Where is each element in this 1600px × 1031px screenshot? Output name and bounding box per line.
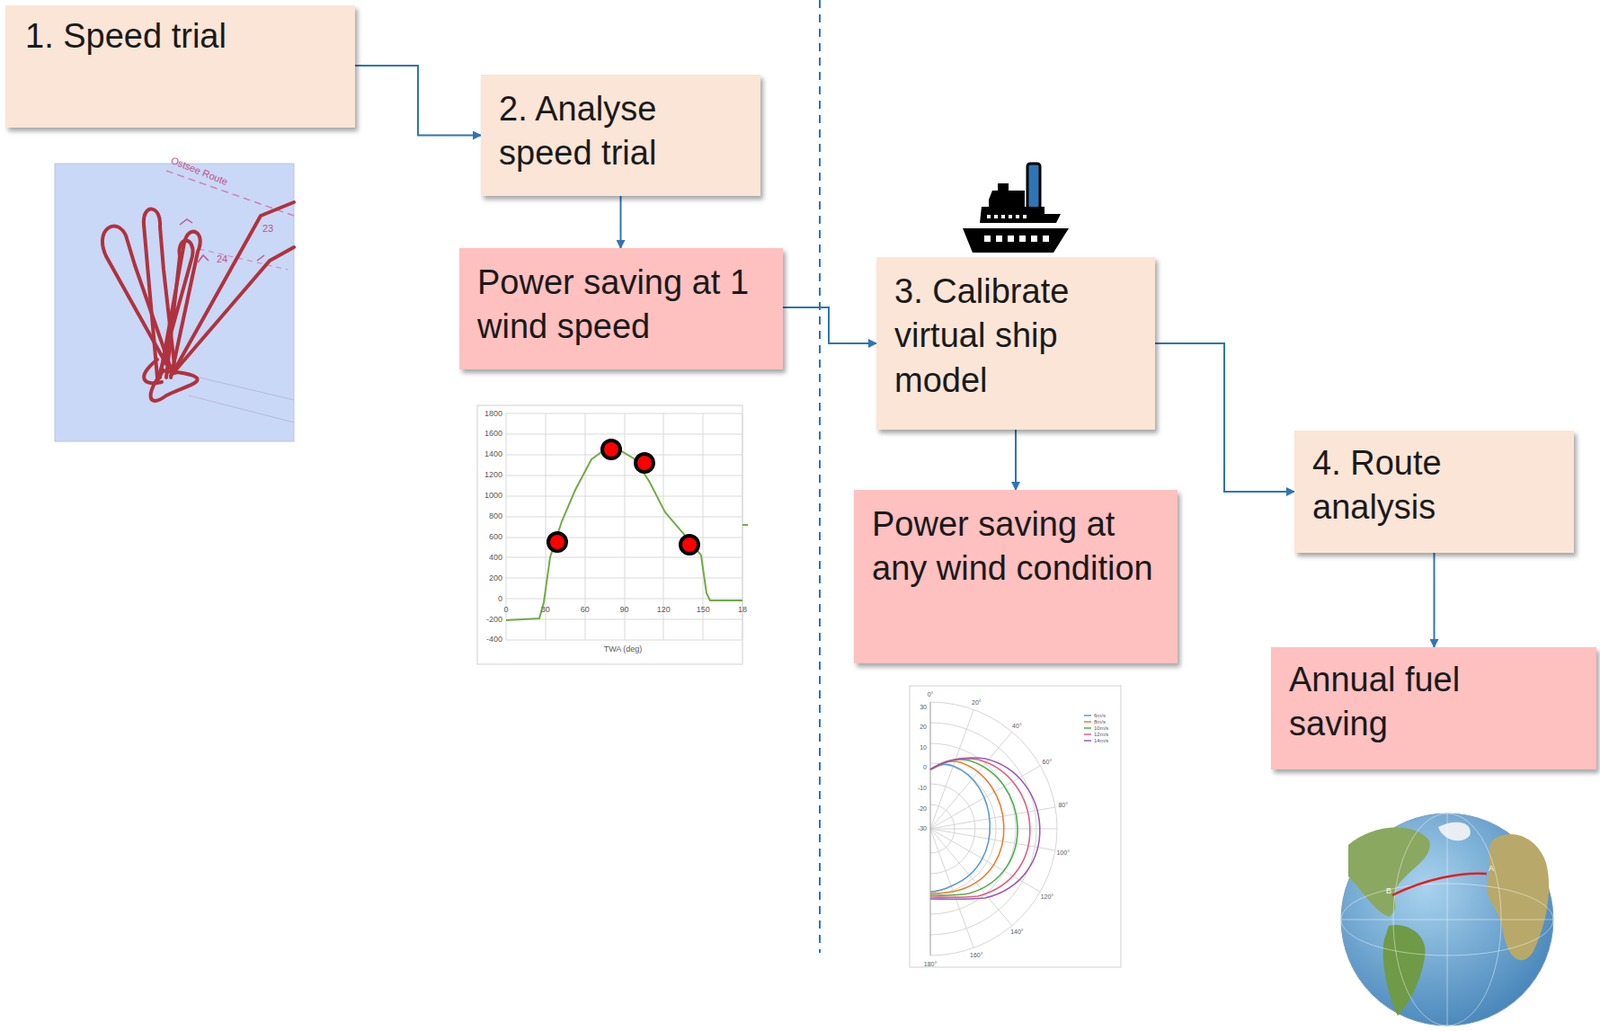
box-text: 1. Speed trial — [25, 14, 341, 59]
axis-label: 18 — [737, 605, 747, 614]
map-label: 24 — [216, 254, 228, 265]
polar-axis-label: -10 — [917, 784, 927, 792]
trial-map — [54, 163, 294, 442]
ship-icon — [962, 163, 1069, 253]
polar-axis-label: 20 — [919, 723, 927, 730]
flow-arrow — [782, 307, 877, 344]
route-point-label: A — [1488, 864, 1494, 873]
box-text: Power saving at 1 wind speed — [477, 260, 771, 350]
polar-axis-label: 10 — [919, 744, 927, 751]
flow-arrow — [1155, 343, 1295, 492]
polar-axis-label: 120° — [1040, 893, 1054, 900]
axis-label: -400 — [486, 635, 503, 644]
power-chart — [477, 405, 748, 665]
axis-label: TWA (deg) — [604, 645, 643, 654]
box-text: Annual fuel saving — [1288, 657, 1496, 747]
polar-axis-label: -20 — [917, 805, 927, 812]
globe — [1341, 813, 1554, 1026]
process-box: 3. Calibrate virtual ship model — [876, 257, 1156, 430]
box-text: 4. Route analysis — [1312, 441, 1562, 531]
box-text: 2. Analyse speed trial — [498, 87, 748, 177]
map-label: 23 — [262, 223, 274, 234]
axis-label: 120 — [657, 605, 671, 614]
polar-axis-label: 80° — [1057, 801, 1068, 809]
result-box: Power saving at 1 wind speed — [459, 248, 783, 370]
legend-text: 14m/s — [1093, 737, 1109, 744]
axis-label: 60 — [580, 605, 590, 614]
polar-axis-label: 20° — [971, 699, 982, 706]
process-box: 1. Speed trial — [5, 5, 356, 128]
axis-label: 400 — [488, 553, 503, 562]
polar-axis-label: 30 — [919, 703, 927, 711]
polar-axis-label: 0° — [927, 691, 934, 698]
axis-label: 90 — [619, 605, 629, 614]
route-point-label: B — [1386, 887, 1392, 896]
polar-axis-label: 40° — [1012, 722, 1023, 729]
process-box: 2. Analyse speed trial — [480, 74, 761, 196]
axis-label: 0 — [503, 605, 508, 614]
polar-axis-label: 160° — [969, 951, 983, 959]
flow-arrow — [620, 195, 623, 249]
axis-label: 1000 — [484, 491, 503, 500]
legend-text: 10m/s — [1093, 725, 1109, 731]
axis-label: 600 — [488, 533, 503, 542]
flow-arrow — [1433, 552, 1436, 648]
axis-label: 200 — [488, 574, 503, 583]
axis-label: -200 — [486, 615, 503, 624]
result-box: Annual fuel saving — [1271, 647, 1597, 770]
polar-axis-label: 0 — [923, 764, 927, 771]
axis-label: 1800 — [484, 409, 503, 418]
axis-label: 1200 — [484, 471, 503, 480]
legend-text: 8m/s — [1093, 719, 1106, 725]
axis-label: 1400 — [484, 450, 503, 459]
polar-axis-label: 60° — [1042, 758, 1053, 765]
divider-line — [818, 0, 821, 953]
legend-text: 12m/s — [1093, 731, 1109, 738]
box-text: Power saving at any wind condition — [871, 502, 1165, 592]
polar-axis-label: -30 — [917, 825, 927, 832]
axis-label: 150 — [696, 605, 711, 614]
box-text: 3. Calibrate virtual ship model — [894, 269, 1143, 403]
axis-label: 30 — [541, 605, 551, 614]
axis-label: 800 — [488, 512, 503, 521]
polar-chart — [909, 685, 1121, 968]
axis-label: 1600 — [484, 429, 503, 438]
polar-axis-label: 100° — [1056, 849, 1069, 856]
result-box: Power saving at any wind condition — [853, 489, 1178, 664]
polar-axis-label: 180° — [924, 960, 937, 968]
polar-axis-label: 140° — [1010, 928, 1023, 935]
flow-arrow — [1014, 429, 1017, 490]
process-box: 4. Route analysis — [1294, 430, 1574, 553]
flow-arrow — [355, 65, 481, 136]
legend-text: 6m/s — [1093, 712, 1106, 719]
axis-label: 0 — [497, 595, 503, 604]
